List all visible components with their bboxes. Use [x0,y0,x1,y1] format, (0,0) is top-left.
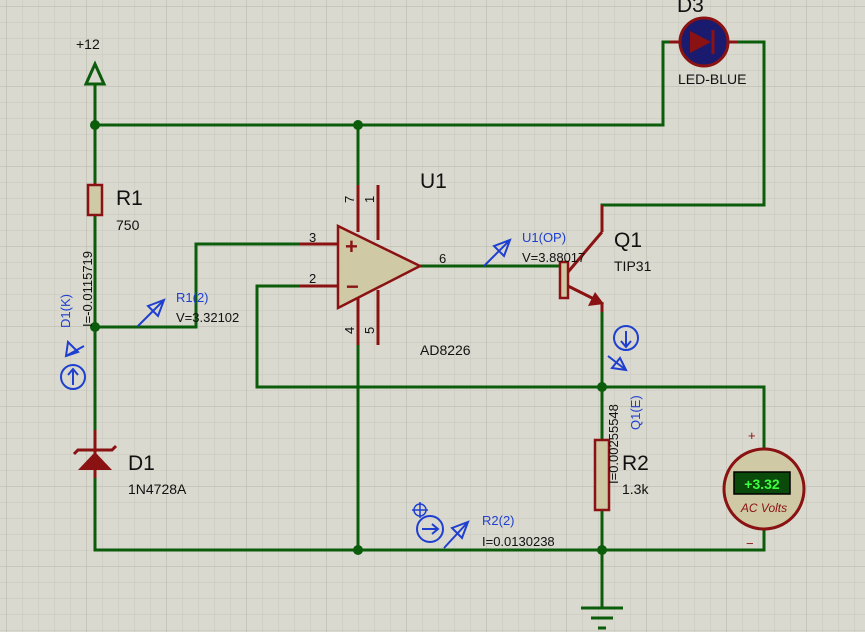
probe-r1-2-label: R1(2) [176,290,209,305]
junction-dot [90,120,100,130]
u1-pins [300,185,420,345]
r1-body [86,183,104,217]
voltage-probe-icon [483,238,512,267]
probe-u1op-reading: V=3.88017 [522,250,585,265]
u1-pin3-label: 3 [309,230,316,245]
q1-value: TIP31 [614,258,652,274]
zener-d1[interactable]: D1 1N4728A [72,430,187,497]
current-probe-icon [412,502,470,549]
junction-dot [597,545,607,555]
probe-r1-2-reading: V=3.32102 [176,310,239,325]
probe-u1op-label: U1(OP) [522,230,566,245]
probe-d1k-reading: I=-0.0115719 [80,251,95,327]
ac-voltmeter[interactable]: +3.32 AC Volts + − [722,428,806,551]
probe-r2-2[interactable]: R2(2) I=0.0130238 [412,502,555,549]
r2-body [593,438,611,512]
supply-terminal[interactable]: +12 [76,36,107,86]
wire-r1-node-to-pin3 [93,242,302,329]
ground-icon [581,606,623,630]
current-probe-icon [607,325,639,372]
probe-r2-2-reading: I=0.0130238 [482,534,555,549]
u1-pin2-label: 2 [309,271,316,286]
led-d3[interactable]: D3 LED-BLUE [670,0,746,87]
opamp-u1[interactable]: + − 3 2 6 7 1 4 5 U1 AD8226 [300,170,471,358]
d3-ref: D3 [677,0,704,17]
wire-pin2-feedback [255,284,604,389]
probe-q1e-reading: I=0.00255548 [606,404,621,484]
wires [93,40,766,608]
ground-symbol[interactable] [581,606,623,630]
probe-d1k[interactable]: D1(K) I=-0.0115719 [58,251,95,390]
junction-dot [90,322,100,332]
probe-q1e[interactable]: Q1(E) I=0.00255548 [606,325,643,484]
op-amp-icon [336,223,423,311]
wire-meter-top [600,385,766,457]
q1-ref: Q1 [614,229,642,252]
junction-dot [353,545,363,555]
r1-ref: R1 [116,187,143,210]
voltage-probe-icon [137,298,166,327]
probe-r1-2[interactable]: R1(2) V=3.32102 [137,290,239,327]
u1-ref: U1 [420,170,447,193]
u1-pin7-label: 7 [342,196,357,203]
npn-transistor-icon [558,205,604,312]
u1-pin4-label: 4 [342,327,357,334]
supply-label: +12 [76,36,100,52]
probe-r2-2-label: R2(2) [482,513,515,528]
resistor-r1[interactable]: R1 750 [86,183,143,233]
u1-pin5-label: 5 [362,327,377,334]
d1-value: 1N4728A [128,481,187,497]
current-probe-icon [60,339,86,390]
r2-value: 1.3k [622,481,649,497]
u1-minus-sign: − [346,274,359,299]
r2-ref: R2 [622,452,649,475]
wire-supply-top [93,40,680,127]
u1-pin6-label: 6 [439,251,446,266]
probe-u1op[interactable]: U1(OP) V=3.88017 [483,230,585,267]
meter-caption: AC Volts [740,501,787,515]
meter-minus-label: − [746,536,754,551]
resistor-r2[interactable]: R2 1.3k [593,438,649,512]
u1-plus-sign: + [345,234,358,259]
junction-dot [353,120,363,130]
zener-diode-icon [72,430,118,478]
meter-display: +3.32 [744,476,780,492]
probe-q1e-label: Q1(E) [628,395,643,430]
u1-value: AD8226 [420,342,471,358]
wire-led-q1-collector [600,40,766,207]
junction-dot [597,382,607,392]
wire-d1-ground-bus [93,468,765,552]
r1-value: 750 [116,217,140,233]
transistor-q1[interactable]: Q1 TIP31 [558,205,652,312]
meter-plus-label: + [748,428,756,443]
junctions [90,120,607,555]
u1-pin1-label: 1 [362,196,377,203]
voltmeter-icon [722,447,806,531]
supply-arrow-icon [83,60,107,86]
probe-d1k-label: D1(K) [58,294,73,328]
d1-ref: D1 [128,452,155,475]
d3-value: LED-BLUE [678,71,746,87]
led-icon [670,16,738,68]
